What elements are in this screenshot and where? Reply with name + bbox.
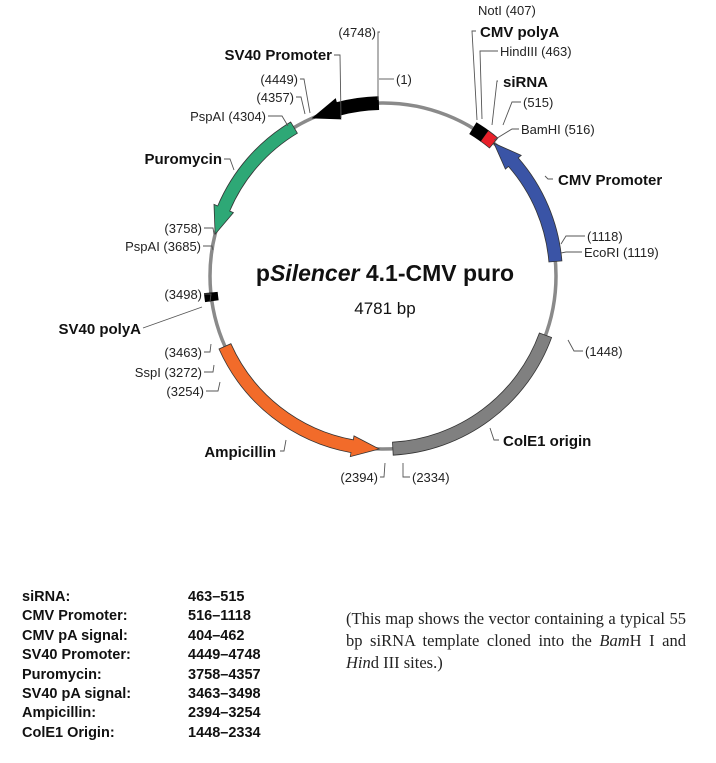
feature-table-range: 4449–4748 [188, 647, 261, 664]
feature-table-row: CMV pA signal: 404–462 [22, 627, 261, 646]
label-sv40-promoter: SV40 Promoter [224, 47, 332, 64]
label-cmv-polya: CMV polyA [480, 24, 559, 41]
plasmid-title: pSilencer 4.1-CMV puro [256, 260, 514, 286]
site-sspi-3272: SspI (3272) [135, 365, 202, 380]
plasmid-size: 4781 bp [354, 299, 415, 318]
pos-4357: (4357) [256, 90, 294, 105]
feature-puromycin [213, 121, 298, 236]
pos-4449: (4449) [260, 72, 298, 87]
feature-ampicillin [218, 343, 381, 458]
site-pspai-3685: PspAI (3685) [125, 239, 201, 254]
feature-table-range: 463–515 [188, 589, 245, 605]
feature-cmv-promoter [493, 142, 563, 263]
pos-1448: (1448) [585, 344, 623, 359]
pos-3254: (3254) [166, 384, 204, 399]
feature-table-row: Ampicillin: 2394–3254 [22, 704, 261, 723]
label-ampicillin: Ampicillin [204, 444, 276, 461]
pos-3463: (3463) [164, 345, 202, 360]
feature-sv40-promoter [311, 96, 380, 120]
feature-table-name: CMV Promoter: [22, 608, 128, 625]
pos-4748: (4748) [338, 25, 376, 40]
pos-3758: (3758) [164, 221, 202, 236]
feature-sirna [479, 129, 499, 149]
feature-table-row: Puromycin: 3758–4357 [22, 666, 261, 685]
feature-table-range: 516–1118 [188, 608, 251, 625]
feature-table-name: SV40 Promoter: [22, 647, 131, 664]
feature-table-row: siRNA: 463–515 [22, 588, 261, 607]
feature-table-row: SV40 Promoter: 4449–4748 [22, 646, 261, 665]
pos-2394: (2394) [340, 470, 378, 485]
feature-table-range: 404–462 [188, 627, 245, 644]
feature-table-range: 3758–4357 [188, 666, 261, 683]
feature-layer [203, 96, 563, 458]
map-caption: (This map shows the vector containing a … [346, 608, 687, 672]
feature-table-row: SV40 pA signal: 3463–3498 [22, 685, 261, 704]
label-cole1-origin: ColE1 origin [503, 433, 591, 450]
label-cmv-promoter: CMV Promoter [558, 172, 662, 189]
label-sv40-polya: SV40 polyA [58, 321, 141, 338]
feature-table-name: Puromycin: [22, 666, 102, 683]
feature-table-range: 1448–2334 [188, 724, 261, 741]
site-hindiii-463: HindIII (463) [500, 44, 572, 59]
pos-2334: (2334) [412, 470, 450, 485]
feature-table-range: 3463–3498 [188, 686, 261, 703]
feature-table-name: SV40 pA signal: [22, 686, 132, 703]
feature-table-row: CMV Promoter: 516–1118 [22, 607, 261, 626]
feature-cmv-polya [469, 122, 489, 142]
pos-1118: (1118) [587, 229, 623, 244]
feature-table-range: 2394–3254 [188, 705, 261, 722]
feature-table-name: siRNA: [22, 589, 71, 605]
site-pspai-4304: PspAI (4304) [190, 109, 266, 124]
site-ecori-1119: EcoRI (1119) [584, 245, 659, 260]
pos-3498: (3498) [164, 287, 202, 302]
pos-515: (515) [523, 95, 553, 110]
site-noti-407: NotI (407) [478, 3, 536, 18]
feature-sv40-polya [203, 291, 219, 303]
feature-table-name: Ampicillin: [22, 705, 97, 722]
label-puromycin: Puromycin [144, 151, 222, 168]
leader-lines [142, 30, 585, 478]
plasmid-backbone [208, 101, 558, 451]
site-bamhi-516: BamHI (516) [521, 122, 595, 137]
feature-cole1-origin [392, 332, 553, 456]
feature-table-name: ColE1 Origin: [22, 724, 115, 741]
pos-1: (1) [396, 72, 412, 87]
feature-table-row: ColE1 Origin: 1448–2334 [22, 724, 261, 743]
plasmid-map: pSilencer 4.1-CMV puro 4781 bp SV40 Prom… [58, 3, 662, 485]
label-sirna: siRNA [503, 74, 548, 91]
feature-table-name: CMV pA signal: [22, 627, 128, 644]
